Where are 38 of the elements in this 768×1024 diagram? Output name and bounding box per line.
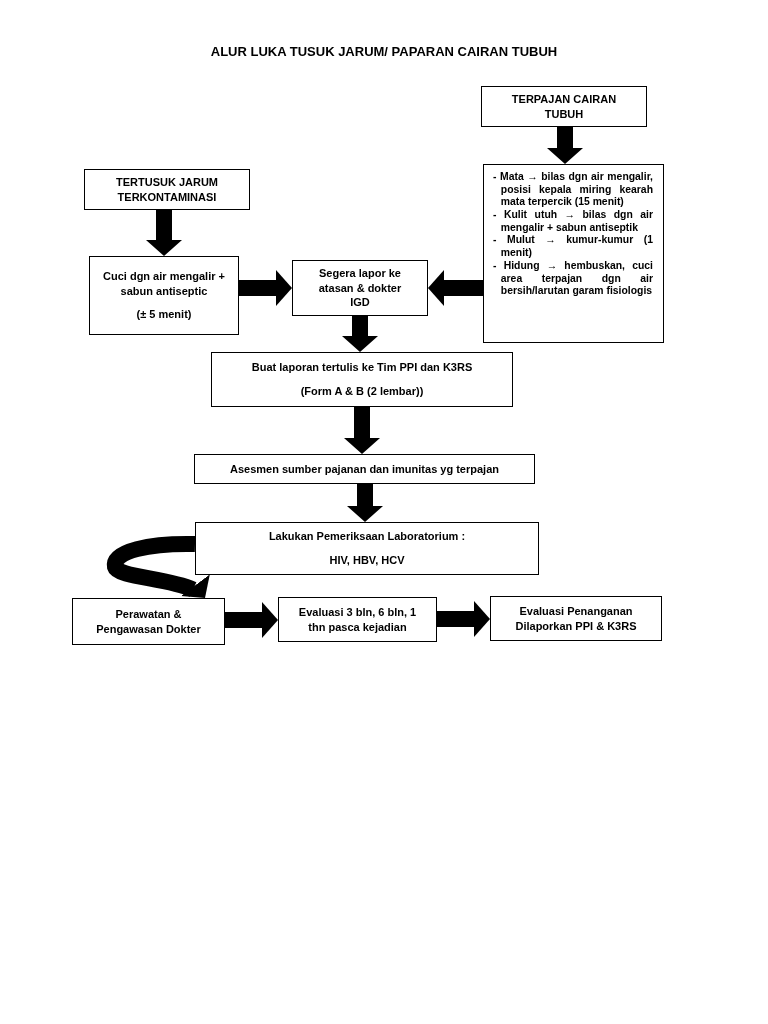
- block-arrow: [342, 316, 378, 352]
- diagram-title: ALUR LUKA TUSUK JARUM/ PAPARAN CAIRAN TUBUH: [210, 44, 558, 60]
- process-box: [194, 454, 535, 484]
- process-box: [84, 169, 250, 210]
- box-text: (± 5 menit): [136, 307, 192, 322]
- box-text: Perawatan & Pengawasan Dokter: [95, 607, 202, 636]
- instruction-text: - Mulut → kumur-kumur (1 menit): [493, 234, 653, 260]
- process-box: [490, 596, 662, 641]
- block-arrow: [347, 484, 383, 522]
- block-arrow: [344, 407, 380, 454]
- block-arrow: [547, 127, 583, 164]
- instruction-text: - Mata → bilas dgn air mengalir, posisi kepala miring kearah mata terpercik (15 menit): [493, 171, 653, 210]
- block-arrow: [225, 602, 278, 638]
- process-box: [278, 597, 437, 642]
- process-box: [481, 86, 647, 127]
- box-text: Evaluasi 3 bln, 6 bln, 1 thn pasca kejadian: [297, 605, 418, 634]
- box-text: HIV, HBV, HCV: [329, 553, 405, 568]
- instruction-box: [483, 164, 664, 343]
- instruction-text: - Hidung → hembuskan, cuci area terpajan dgn air bersih/larutan garam fisiologis: [493, 259, 653, 298]
- process-box: [211, 352, 513, 407]
- box-text: TERTUSUK JARUM TERKONTAMINASI: [114, 175, 220, 204]
- box-text: Asesmen sumber pajanan dan imunitas yg terpajan: [230, 461, 499, 477]
- process-box: [195, 522, 539, 575]
- block-arrow: [428, 270, 483, 306]
- process-box: [72, 598, 225, 645]
- process-box: [89, 256, 239, 335]
- box-text: (Form A & B (2 lembar)): [300, 384, 424, 399]
- block-arrow: [239, 270, 292, 306]
- block-arrow: [437, 601, 490, 637]
- box-text: Evaluasi Penanganan Dilaporkan PPI & K3RS: [514, 604, 638, 633]
- process-box: [292, 260, 428, 316]
- box-text: Cuci dgn air mengalir + sabun antiseptic: [102, 269, 226, 299]
- box-text: Segera lapor ke atasan & dokter IGD: [317, 266, 403, 310]
- box-text: Buat laporan tertulis ke Tim PPI dan K3RS: [251, 360, 473, 375]
- box-text: TERPAJAN CAIRAN TUBUH: [510, 92, 618, 121]
- box-text: Lakukan Pemeriksaan Laboratorium :: [268, 529, 466, 544]
- block-arrow: [146, 210, 182, 256]
- instruction-text: - Kulit utuh → bilas dgn air mengalir + sabun antiseptik: [493, 209, 653, 235]
